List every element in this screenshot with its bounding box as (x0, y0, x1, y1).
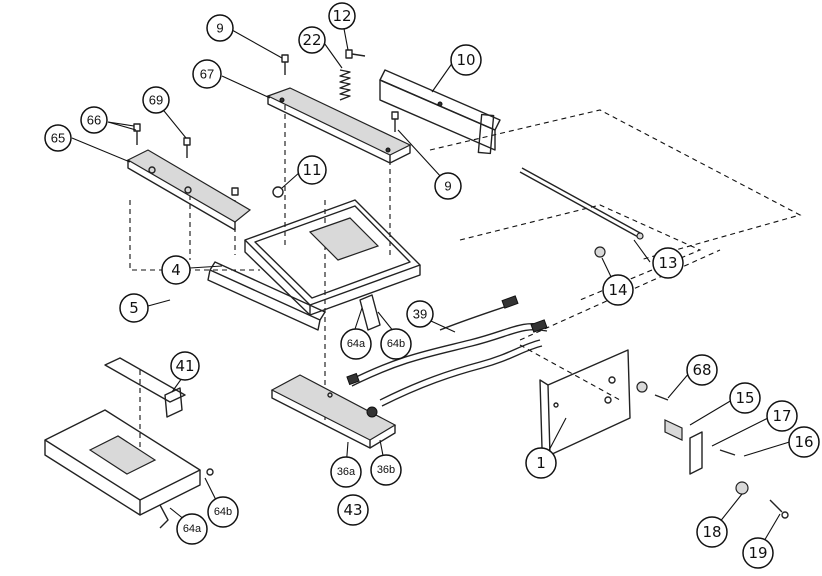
svg-text:64a: 64a (183, 523, 202, 535)
part-10-rail-bracket (379, 69, 501, 155)
callout-39: 39 (406, 300, 434, 328)
callout-66: 66 (80, 106, 108, 134)
callout-13: 13 (652, 247, 684, 279)
svg-text:66: 66 (87, 113, 101, 128)
svg-text:4: 4 (171, 261, 181, 279)
callout-36b: 36b (370, 454, 402, 486)
part-43-lower-plate (270, 374, 397, 449)
callout-64a-top: 64a (340, 328, 372, 360)
part-39-cable-harness (346, 295, 548, 407)
svg-text:5: 5 (129, 299, 139, 317)
part-65-bracket (126, 123, 252, 231)
svg-text:1: 1 (536, 454, 546, 472)
part-13-shaft (519, 167, 644, 240)
svg-text:41: 41 (175, 357, 194, 375)
svg-text:9: 9 (216, 21, 223, 36)
callout-15: 15 (729, 382, 761, 414)
svg-text:14: 14 (608, 281, 627, 299)
svg-text:64b: 64b (214, 506, 232, 518)
svg-text:22: 22 (302, 31, 321, 49)
svg-text:9: 9 (444, 179, 451, 194)
tray-assembly (44, 409, 214, 529)
svg-text:68: 68 (692, 361, 711, 379)
callout-4: 4 (161, 255, 191, 285)
svg-text:10: 10 (456, 51, 475, 69)
callout-11: 11 (297, 155, 327, 185)
svg-text:64a: 64a (347, 338, 366, 350)
callout-64b-bottom: 64b (207, 496, 239, 528)
callout-64b-top: 64b (380, 328, 412, 360)
callout-19: 19 (742, 537, 774, 569)
callout-16: 16 (788, 426, 820, 458)
svg-text:36b: 36b (377, 464, 395, 476)
svg-text:16: 16 (794, 433, 813, 451)
svg-text:12: 12 (332, 7, 351, 25)
callout-41: 41 (170, 351, 200, 381)
svg-text:17: 17 (772, 407, 791, 425)
part-67-plate (266, 87, 412, 164)
svg-text:67: 67 (200, 67, 214, 82)
callout-5: 5 (119, 293, 149, 323)
part-4-carriage-frame (207, 186, 421, 331)
callout-65: 65 (44, 124, 72, 152)
callout-10: 10 (450, 44, 482, 76)
screws-top (281, 49, 399, 132)
assembly-guide-lines (129, 105, 802, 465)
callout-36a: 36a (330, 456, 362, 488)
svg-text:64b: 64b (387, 338, 405, 350)
svg-text:39: 39 (413, 307, 427, 322)
leader-lines (71, 17, 797, 549)
callout-68: 68 (686, 354, 718, 386)
callout-1: 1 (525, 447, 557, 479)
part-14-e-ring (594, 246, 606, 258)
part-1-side-plate (539, 349, 631, 456)
callout-22: 22 (298, 26, 326, 54)
callout-9-top: 9 (206, 14, 234, 42)
callout-64a-bottom: 64a (176, 513, 208, 545)
callout-69: 69 (142, 86, 170, 114)
callout-9-mid: 9 (434, 172, 462, 200)
svg-text:36a: 36a (337, 466, 356, 478)
callout-17: 17 (766, 400, 798, 432)
svg-text:65: 65 (51, 131, 65, 146)
svg-text:11: 11 (302, 161, 321, 179)
part-41-bracket (104, 357, 186, 418)
svg-text:19: 19 (748, 544, 767, 562)
callout-43: 43 (337, 494, 369, 526)
right-hardware (636, 381, 789, 519)
callout-18: 18 (696, 516, 728, 548)
svg-text:18: 18 (702, 523, 721, 541)
svg-text:69: 69 (149, 93, 163, 108)
callout-12: 12 (328, 2, 356, 30)
callout-14: 14 (602, 274, 634, 306)
callout-67: 67 (192, 59, 222, 89)
svg-text:13: 13 (658, 254, 677, 272)
svg-text:15: 15 (735, 389, 754, 407)
svg-text:43: 43 (343, 501, 362, 519)
